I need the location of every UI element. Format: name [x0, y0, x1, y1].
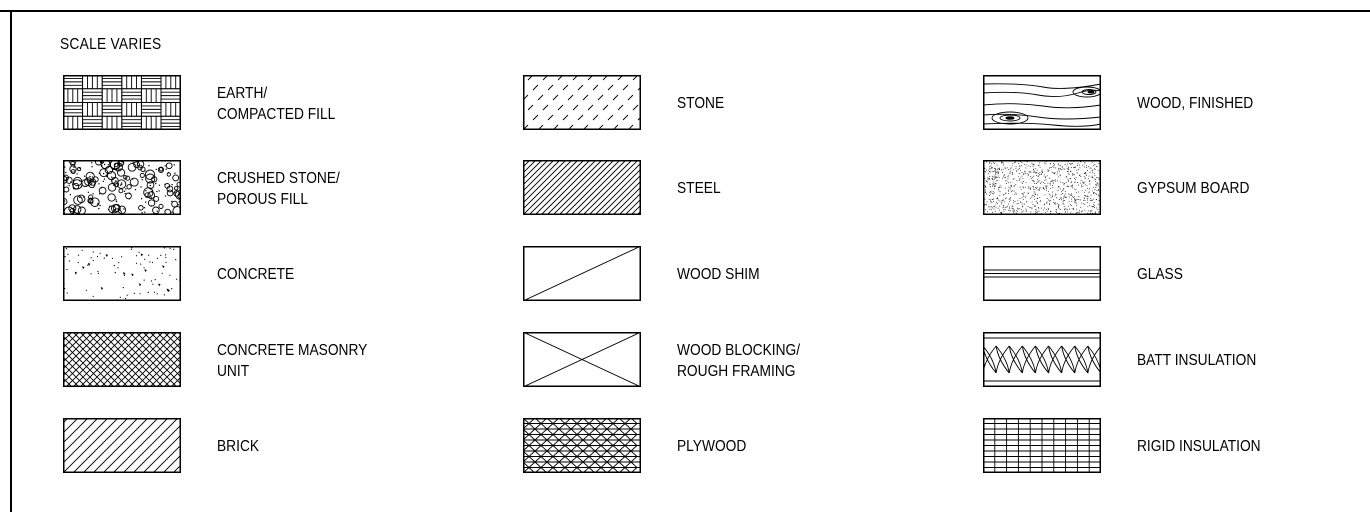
wood-shim-swatch [523, 246, 641, 301]
wood-blocking-label: WOOD BLOCKING/ROUGH FRAMING [677, 340, 800, 382]
rigid-insulation-swatch [983, 418, 1101, 473]
label-line: COMPACTED FILL [217, 105, 336, 123]
earth-compacted-fill-swatch [63, 75, 181, 130]
gypsum-board-swatch [983, 160, 1101, 215]
label-line: RIGID INSULATION [1137, 438, 1261, 455]
label-line: GLASS [1137, 266, 1183, 283]
label-line: UNIT [217, 362, 250, 380]
label-line: PLYWOOD [677, 438, 747, 455]
label-line: WOOD BLOCKING/ [677, 341, 801, 359]
crushed-stone-porous-fill-swatch [63, 160, 181, 215]
brick-label: BRICK [217, 436, 259, 457]
wood-blocking-swatch [523, 332, 641, 387]
wood-finished-label: WOOD, FINISHED [1137, 93, 1253, 114]
label-line: ROUGH FRAMING [677, 362, 796, 380]
stone-swatch [523, 75, 641, 130]
label-line: EARTH/ [217, 84, 268, 102]
gypsum-board-label: GYPSUM BOARD [1137, 178, 1249, 199]
glass-swatch [983, 246, 1101, 301]
rigid-insulation-label: RIGID INSULATION [1137, 436, 1261, 457]
stone-label: STONE [677, 93, 724, 114]
sheet-border-top [0, 10, 1370, 12]
concrete-masonry-unit-swatch [63, 332, 181, 387]
plywood-swatch [523, 418, 641, 473]
plywood-label: PLYWOOD [677, 436, 746, 457]
concrete-masonry-unit-label: CONCRETE MASONRY UNIT [217, 340, 367, 382]
wood-finished-swatch [983, 75, 1101, 130]
label-line: STONE [677, 95, 725, 112]
label-line: WOOD SHIM [677, 266, 760, 283]
scale-note: SCALE VARIES [60, 36, 162, 53]
label-line: CRUSHED STONE/ [217, 169, 340, 187]
label-line: CONCRETE [217, 266, 295, 283]
concrete-swatch [63, 246, 181, 301]
concrete-label: CONCRETE [217, 264, 294, 285]
batt-insulation-swatch [983, 332, 1101, 387]
label-line: WOOD, FINISHED [1137, 95, 1254, 112]
label-line: BATT INSULATION [1137, 352, 1257, 369]
label-line: POROUS FILL [217, 190, 308, 208]
sheet-border-left [10, 10, 12, 512]
earth-compacted-fill-label: EARTH/COMPACTED FILL [217, 83, 335, 125]
label-line: GYPSUM BOARD [1137, 180, 1250, 197]
batt-insulation-label: BATT INSULATION [1137, 350, 1256, 371]
wood-shim-label: WOOD SHIM [677, 264, 760, 285]
crushed-stone-porous-fill-label: CRUSHED STONE/POROUS FILL [217, 168, 340, 210]
steel-label: STEEL [677, 178, 721, 199]
label-line: STEEL [677, 180, 721, 197]
label-line: CONCRETE MASONRY [217, 341, 368, 359]
glass-label: GLASS [1137, 264, 1183, 285]
brick-swatch [63, 418, 181, 473]
label-line: BRICK [217, 438, 260, 455]
steel-swatch [523, 160, 641, 215]
